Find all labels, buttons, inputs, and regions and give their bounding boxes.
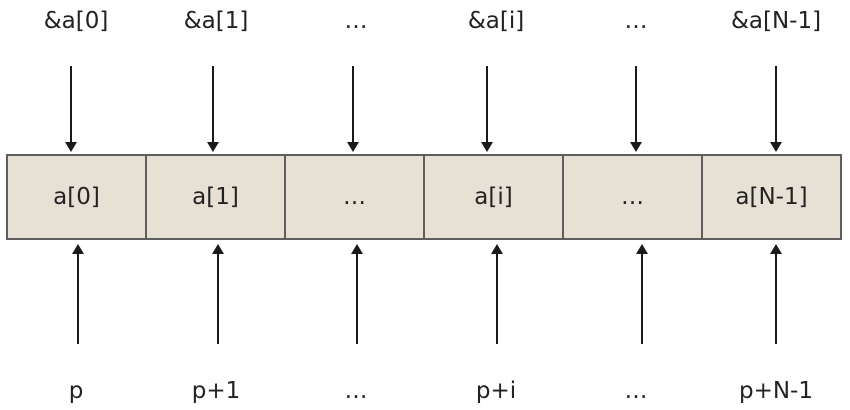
address-label-aN1: &a[N-1] (730, 8, 822, 34)
pointer-label-pN1: p+N-1 (738, 378, 813, 404)
pointer-label-ellipsis-2: … (624, 378, 648, 404)
array-cell-a0: a[0] (8, 156, 147, 238)
pointer-label-p: p (68, 378, 84, 404)
pointer-label-p1: p+1 (191, 378, 241, 404)
address-label-ai: &a[i] (467, 8, 525, 34)
array-cell-aN1: a[N-1] (735, 184, 808, 210)
address-label-a1: &a[1] (183, 8, 249, 34)
address-label-ellipsis-2: … (624, 8, 648, 34)
array-cells: a[0] a[1] … a[i] … a[N-1] (6, 154, 842, 240)
array-cell-a1: a[1] (147, 156, 286, 238)
pointer-label-ellipsis-1: … (344, 378, 368, 404)
array-cell-ai: a[i] (425, 156, 564, 238)
pointer-label-pi: p+i (475, 378, 517, 404)
array-cell-ellipsis-2: … (564, 156, 703, 238)
array-cell-ellipsis-1: … (286, 156, 425, 238)
address-label-a0: &a[0] (43, 8, 109, 34)
address-label-ellipsis-1: … (344, 8, 368, 34)
